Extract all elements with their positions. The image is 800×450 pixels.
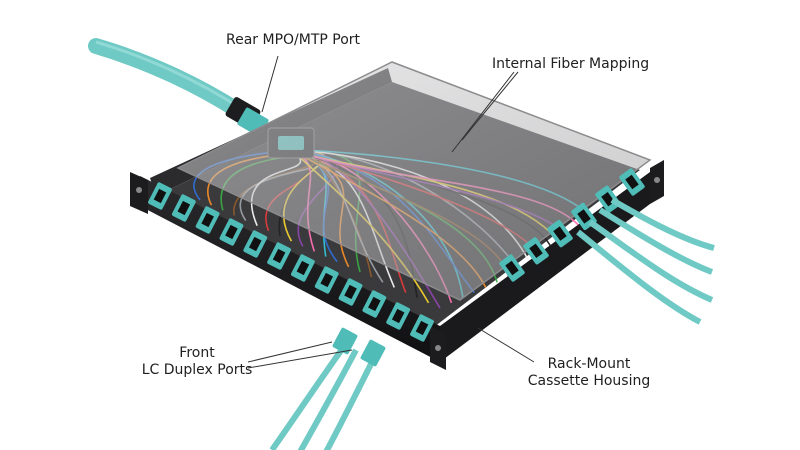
front-patch-cords (269, 327, 386, 450)
lc-duplex-adapter[interactable] (386, 302, 411, 331)
lc-duplex-adapter[interactable] (290, 254, 315, 283)
lc-duplex-adapter[interactable] (338, 278, 363, 307)
cassette-front-face-right (440, 172, 650, 362)
front-lc-adapter-row-right (498, 168, 645, 283)
lc-duplex-adapter[interactable] (362, 290, 387, 319)
callout-leaders (247, 55, 535, 369)
label-rack-mount-housing-line1: Rack-Mount (547, 356, 631, 372)
rear-trunk-cable (88, 38, 248, 120)
lc-duplex-adapter[interactable] (546, 219, 573, 248)
lc-duplex-adapter[interactable] (498, 254, 525, 283)
rack-screw-right (654, 177, 660, 183)
lc-duplex-adapter[interactable] (314, 266, 339, 295)
label-front-lc-ports-line1: Front (179, 345, 215, 361)
lc-duplex-adapter[interactable] (147, 182, 172, 211)
front-lc-adapter-row-left (147, 182, 434, 343)
label-rack-mount-housing: Rack-Mount Cassette Housing (524, 356, 654, 390)
label-rear-mpo-port: Rear MPO/MTP Port (226, 32, 361, 48)
lc-duplex-adapter[interactable] (243, 230, 268, 259)
lc-duplex-adapter[interactable] (195, 206, 220, 235)
lc-duplex-adapter[interactable] (219, 218, 244, 247)
lc-duplex-adapter[interactable] (171, 194, 196, 223)
cassette-clear-lid (176, 61, 652, 301)
rack-screw-bottom (435, 345, 441, 351)
label-internal-fiber-mapping: Internal Fiber Mapping (492, 56, 650, 72)
lc-duplex-adapter[interactable] (267, 242, 292, 271)
label-front-lc-ports-line2: LC Duplex Ports (141, 362, 253, 378)
label-rack-mount-housing-line2: Cassette Housing (527, 373, 651, 389)
right-patch-cords (576, 197, 715, 325)
label-front-lc-ports: Front LC Duplex Ports (140, 345, 254, 379)
lc-duplex-adapter[interactable] (409, 314, 434, 343)
lc-duplex-adapter[interactable] (618, 168, 645, 197)
rack-screw-left (136, 187, 142, 193)
lc-duplex-adapter[interactable] (522, 236, 549, 265)
